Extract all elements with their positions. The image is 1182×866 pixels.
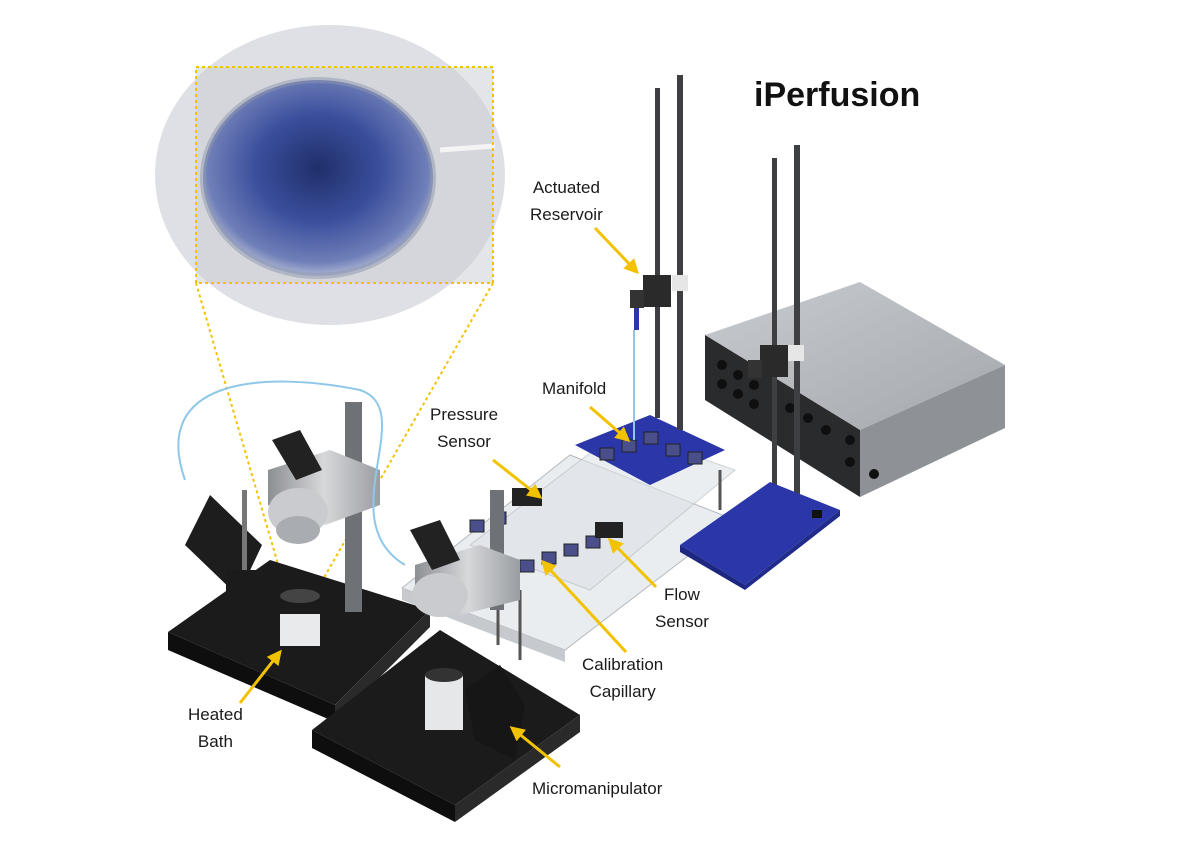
diagram-title: iPerfusion [754, 76, 921, 114]
label-calibration-capillary: Calibration Capillary [582, 655, 664, 701]
control-box [705, 282, 1005, 497]
reservoir-stand [680, 145, 840, 590]
actuated-reservoir-rods [630, 75, 688, 430]
arrow-manifold [589, 405, 631, 442]
label-actuated-reservoir: Actuated Reservoir [530, 178, 603, 224]
callout-arrows [238, 226, 658, 769]
arrow-heated-bath [238, 649, 282, 704]
label-heated-bath: Heated Bath [188, 705, 243, 751]
arrow-micromanipulator [509, 726, 561, 769]
arrow-actuated-reservoir [593, 226, 640, 275]
label-flow-sensor: Flow Sensor [655, 585, 709, 631]
eye-inset-photo [155, 25, 505, 325]
manifold-table [400, 330, 737, 662]
label-micromanipulator: Micromanipulator [532, 779, 663, 798]
arrow-calibration-capillary [540, 559, 628, 654]
arrow-pressure-sensor [492, 458, 543, 499]
right-micromanipulator-base [312, 630, 580, 822]
label-manifold: Manifold [542, 379, 607, 398]
arrow-flow-sensor [607, 537, 658, 589]
label-pressure-sensor: Pressure Sensor [430, 405, 499, 451]
